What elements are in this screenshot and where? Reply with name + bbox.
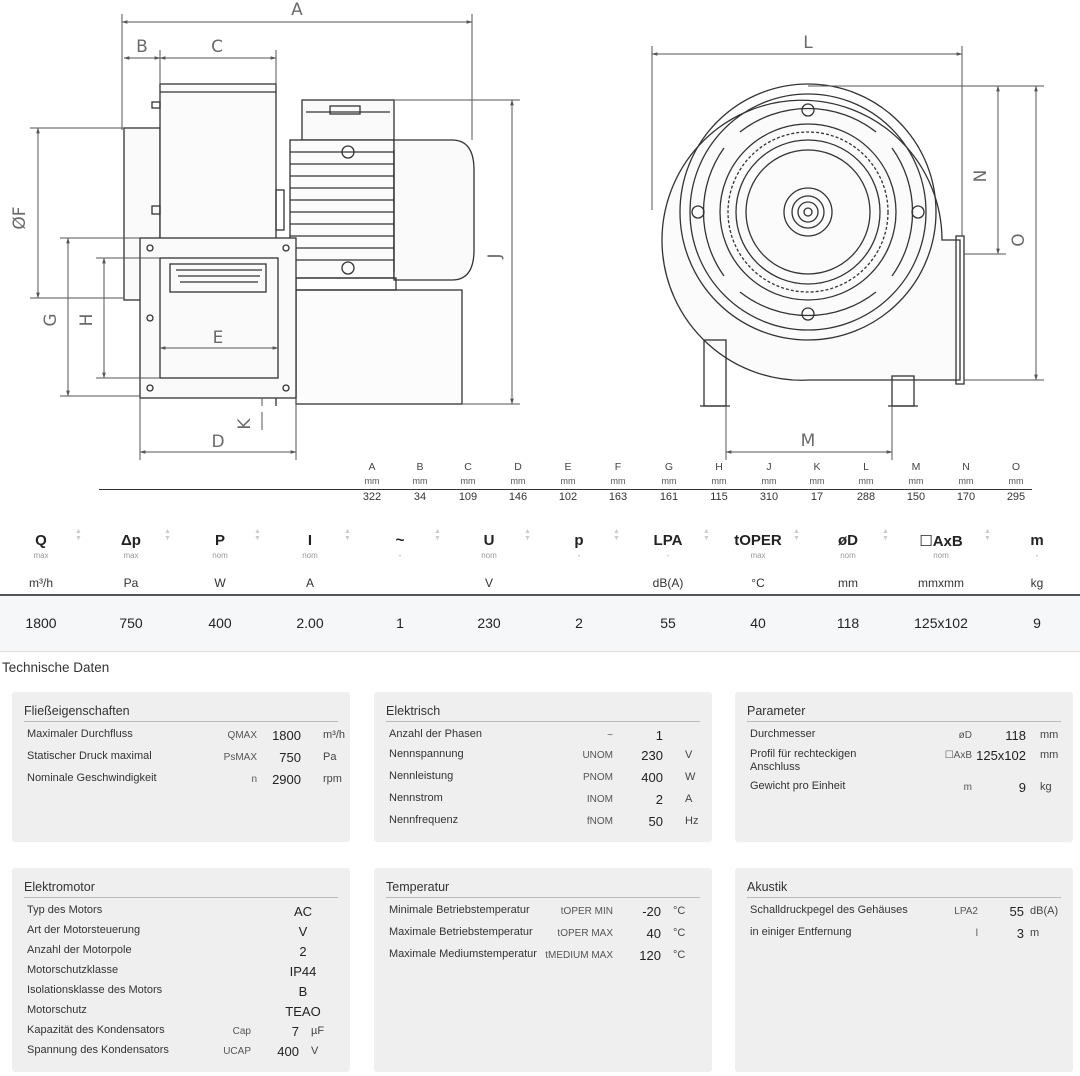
spec-row: Nennleistung PNOM 400 W: [389, 770, 696, 785]
card-title: Parameter: [747, 704, 806, 718]
card-motor: Elektromotor Typ des Motors AC Art der M…: [12, 868, 350, 1072]
spec-row: Isolationsklasse des Motors B: [27, 984, 308, 999]
spec-row: Schalldruckpegel des Gehäuses LPA2 55 dB…: [750, 904, 1059, 919]
card-title: Temperatur: [386, 880, 450, 894]
section-title: Technische Daten: [2, 660, 110, 675]
card-title: Akustik: [747, 880, 788, 894]
dim-label-k: K: [235, 418, 255, 430]
dim-label-j: J: [485, 253, 505, 259]
spec-row: Durchmesser øD 118 mm: [750, 728, 1059, 743]
dim-label-h: H: [77, 314, 97, 327]
spec-row: Anzahl der Motorpole 2: [27, 944, 307, 959]
dim-label-c: C: [211, 37, 223, 57]
spec-row: Maximale Betriebstemperatur tOPER MAX 40…: [389, 926, 686, 941]
dim-label-g: G: [41, 313, 61, 326]
spec-row: in einiger Entfernung l 3 m: [750, 926, 1040, 941]
spec-row: Nennspannung UNOM 230 V: [389, 748, 693, 763]
spec-row: Maximale Mediumstemperatur tMEDIUM MAX 1…: [389, 948, 686, 963]
sort-icon[interactable]: ▲▼: [344, 528, 351, 542]
sort-icon[interactable]: ▲▼: [75, 528, 82, 542]
spec-row: Minimale Betriebstemperatur tOPER MIN -2…: [389, 904, 686, 919]
spec-row: Typ des Motors AC: [27, 904, 313, 919]
spec-row: Gewicht pro Einheit m 9 kg: [750, 780, 1052, 795]
card-temperature: Temperatur Minimale Betriebstemperatur t…: [374, 868, 712, 1072]
sort-icon[interactable]: ▲▼: [703, 528, 710, 542]
sort-icon[interactable]: ▲▼: [164, 528, 171, 542]
sort-icon[interactable]: ▲▼: [793, 528, 800, 542]
performance-header-rule: [0, 594, 1080, 596]
sort-icon[interactable]: ▲▼: [882, 528, 889, 542]
sort-icon[interactable]: ▲▼: [613, 528, 620, 542]
card-flow: Fließeigenschaften Maximaler Durchfluss …: [12, 692, 350, 842]
sort-icon[interactable]: ▲▼: [434, 528, 441, 542]
sort-icon[interactable]: ▲▼: [254, 528, 261, 542]
card-title: Fließeigenschaften: [24, 704, 130, 718]
dim-label-n: N: [971, 170, 991, 183]
card-parameter: Parameter Durchmesser øD 118 mm Profil f…: [735, 692, 1073, 842]
dim-label-d: D: [211, 432, 224, 452]
card-acoustic: Akustik Schalldruckpegel des Gehäuses LP…: [735, 868, 1073, 1072]
dim-label-e: E: [213, 328, 224, 348]
dim-label-l: L: [803, 33, 813, 53]
dim-label-b: B: [136, 37, 148, 57]
dim-label-o: O: [1009, 233, 1029, 246]
sort-icon[interactable]: ▲▼: [524, 528, 531, 542]
dim-label-a: A: [291, 0, 303, 20]
card-electric: Elektrisch Anzahl der Phasen ~ 1 Nennspa…: [374, 692, 712, 842]
dimensions-table-rule: [99, 489, 1032, 490]
spec-row: Motorschutzklasse IP44: [27, 964, 317, 979]
technical-drawing: A B C ØF G H E J D K L N O M: [0, 0, 1080, 460]
spec-row: Statischer Druck maximal PsMAX 750 Pa: [27, 750, 337, 765]
spec-row: Nominale Geschwindigkeit n 2900 rpm: [27, 772, 342, 787]
spec-row: Motorschutz TEAO: [27, 1004, 321, 1019]
spec-row: Nennfrequenz fNOM 50 Hz: [389, 814, 699, 829]
spec-row: Nennstrom INOM 2 A: [389, 792, 693, 807]
spec-row: Spannung des Kondensators UCAP 400 V: [27, 1044, 319, 1059]
sort-icon[interactable]: ▲▼: [984, 528, 991, 542]
spec-row: Maximaler Durchfluss QMAX 1800 m³/h: [27, 728, 345, 743]
spec-row: Kapazität des Kondensators Cap 7 µF: [27, 1024, 325, 1039]
fan-dimension-drawing: A B C ØF G H E J D K L N O M: [10, 0, 1044, 460]
dim-label-m: M: [801, 431, 816, 451]
spec-row: Art der Motorsteuerung V: [27, 924, 308, 939]
card-title: Elektrisch: [386, 704, 441, 718]
card-title: Elektromotor: [24, 880, 95, 894]
dim-label-f: ØF: [10, 206, 30, 229]
spec-row: Profil für rechteckigen Anschluss ☐AxB 1…: [750, 748, 1059, 773]
performance-values-row: [0, 596, 1080, 652]
spec-row: Anzahl der Phasen ~ 1: [389, 728, 663, 743]
